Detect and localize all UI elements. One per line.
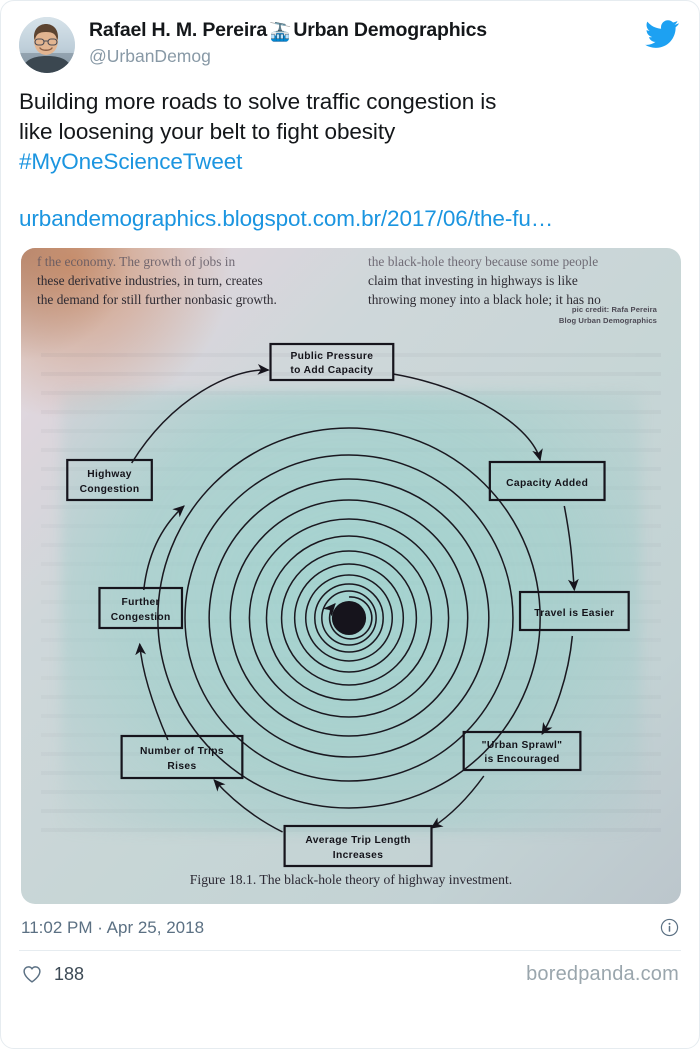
node-urban-sprawl-line1: "Urban Sprawl" [482,740,563,751]
twitter-bird-icon[interactable] [645,17,679,51]
tweet-header: Rafael H. M. Pereira🚠Urban Demographics … [1,1,699,77]
pic-credit-line-2: Blog Urban Demographics [558,316,657,326]
display-name-text: Rafael H. M. Pereira [89,19,268,41]
black-hole-diagram: Public Pressure to Add Capacity Capacity… [66,342,630,887]
node-further-congestion-line2: Congestion [111,612,171,623]
node-highway-congestion: Highway Congestion [66,458,153,501]
node-capacity-added-label: Capacity Added [506,478,588,489]
node-public-pressure-line1: Public Pressure [291,351,374,362]
node-public-pressure: Public Pressure to Add Capacity [269,342,395,381]
spiral-vortex [157,426,541,809]
node-travel-easier: Travel is Easier [518,590,630,631]
tweet-meta-row: 11:02 PM · Apr 25, 2018 [19,904,681,951]
tweet-media[interactable]: f the economy. The growth of jobs in the… [21,247,681,904]
book-column-left: f the economy. The growth of jobs in the… [37,252,334,309]
text-spacer [19,177,681,204]
book-right-line-3: throwing money into a black hole; it has… [368,291,601,307]
figure-caption: Figure 18.1. The black-hole theory of hi… [190,872,512,887]
like-button[interactable]: 188 [21,963,84,985]
pic-credit-line-1: pic credit: Rafa Pereira [571,304,657,314]
node-average-trip-length-line2: Increases [333,850,383,861]
node-travel-easier-label: Travel is Easier [534,608,614,619]
tweet-timestamp: 11:02 PM · Apr 25, 2018 [21,917,205,937]
book-right-line-2: claim that investing in highways is like [368,272,578,288]
book-left-line-1: f the economy. The growth of jobs in [37,253,236,269]
node-average-trip-length-line1: Average Trip Length [305,835,410,846]
tweet-actions-row: 188 boredpanda.com [19,951,681,986]
node-capacity-added: Capacity Added [488,460,606,501]
book-page-text: f the economy. The growth of jobs in the… [21,248,681,309]
like-count: 188 [54,963,85,984]
handle[interactable]: @UrbanDemog [89,46,211,67]
identity-block: Rafael H. M. Pereira🚠Urban Demographics … [89,17,487,68]
display-name-suffix: Urban Demographics [293,19,487,41]
tweet-text: Building more roads to solve traffic con… [1,77,699,236]
book-right-line-1: the black-hole theory because some peopl… [368,253,599,269]
avatar[interactable] [19,17,75,73]
book-column-right: the black-hole theory because some peopl… [368,252,665,309]
display-name[interactable]: Rafael H. M. Pereira🚠Urban Demographics [89,19,487,43]
node-urban-sprawl: "Urban Sprawl" is Encouraged [462,730,582,771]
node-further-congestion-line1: Further [122,597,160,608]
node-highway-congestion-line2: Congestion [80,484,140,495]
node-number-of-trips-line1: Number of Trips [140,746,224,757]
aerial-tramway-icon: 🚠 [269,22,292,42]
node-number-of-trips: Number of Trips Rises [120,734,244,779]
hashtag-link[interactable]: #MyOneScienceTweet [19,148,243,174]
book-left-line-2: these derivative industries, in turn, cr… [37,272,263,288]
tweet-text-line-1: Building more roads to solve traffic con… [19,89,497,114]
external-link[interactable]: urbandemographics.blogspot.com.br/2017/0… [19,205,554,231]
node-number-of-trips-line2: Rises [167,761,196,772]
pic-credit: pic credit: Rafa Pereira Blog Urban Demo… [559,304,657,327]
tweet-text-line-2: like loosening your belt to fight obesit… [19,118,396,144]
node-public-pressure-line2: to Add Capacity [290,365,373,376]
info-circle-icon[interactable] [660,918,679,937]
black-hole-core [331,600,367,635]
node-urban-sprawl-line2: is Encouraged [484,754,559,765]
node-average-trip-length: Average Trip Length Increases [283,824,433,867]
heart-outline-icon[interactable] [21,963,43,985]
loop-arrows [131,363,579,833]
book-left-line-3: the demand for still further nonbasic gr… [37,291,277,307]
node-highway-congestion-line1: Highway [87,469,132,480]
node-further-congestion: Further Congestion [98,586,184,629]
watermark: boredpanda.com [526,962,679,985]
